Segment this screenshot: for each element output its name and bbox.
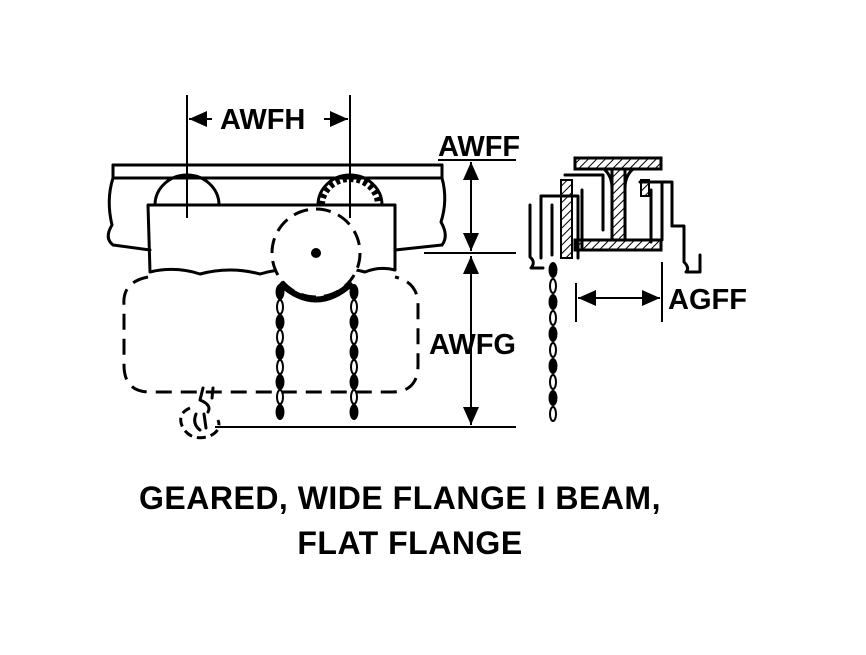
chain-link (349, 344, 359, 360)
chain-link (350, 389, 358, 405)
hand-chain-right (349, 284, 359, 420)
gear-wheel (270, 207, 362, 303)
side-hand-chain (548, 262, 558, 422)
dimension-awff: AWFF (424, 131, 520, 254)
caption-line-1: GEARED, WIDE FLANGE I BEAM, (139, 480, 661, 516)
chain-link (549, 406, 557, 422)
dimension-agff: AGFF (575, 262, 747, 322)
hand-chain-left (275, 284, 285, 420)
chain-link (349, 314, 359, 330)
chain-link (349, 374, 359, 390)
chain-link (275, 344, 285, 360)
chain-link (349, 284, 359, 300)
dimension-awfh: AWFH (186, 95, 351, 218)
hoist-body-outline (122, 275, 420, 394)
chain-link (549, 374, 557, 390)
chain-link (350, 359, 358, 375)
chain-link (276, 389, 284, 405)
i-beam-side-view (528, 156, 702, 274)
chain-link (548, 326, 558, 342)
chain-link (350, 329, 358, 345)
chain-link (548, 390, 558, 406)
chain-link (548, 294, 558, 310)
chain-link (276, 359, 284, 375)
agff-label: AGFF (668, 284, 747, 316)
chain-link (549, 278, 557, 294)
chain-link (276, 299, 284, 315)
awff-label: AWFF (438, 131, 520, 163)
chain-link (275, 284, 285, 300)
chain-link (549, 310, 557, 326)
chain-link (275, 314, 285, 330)
chain-link (276, 329, 284, 345)
chain-link (548, 262, 558, 278)
dimension-awfg: AWFG (215, 256, 516, 428)
chain-link (275, 404, 285, 420)
chain-link (549, 342, 557, 358)
chain-link (275, 374, 285, 390)
chain-link (548, 358, 558, 374)
awfg-label: AWFG (429, 329, 516, 361)
awfh-label: AWFH (220, 104, 305, 136)
hook (179, 386, 221, 440)
caption-line-2: FLAT FLANGE (297, 525, 523, 561)
i-beam-front (106, 163, 447, 252)
chain-link (350, 299, 358, 315)
chain-link (349, 404, 359, 420)
